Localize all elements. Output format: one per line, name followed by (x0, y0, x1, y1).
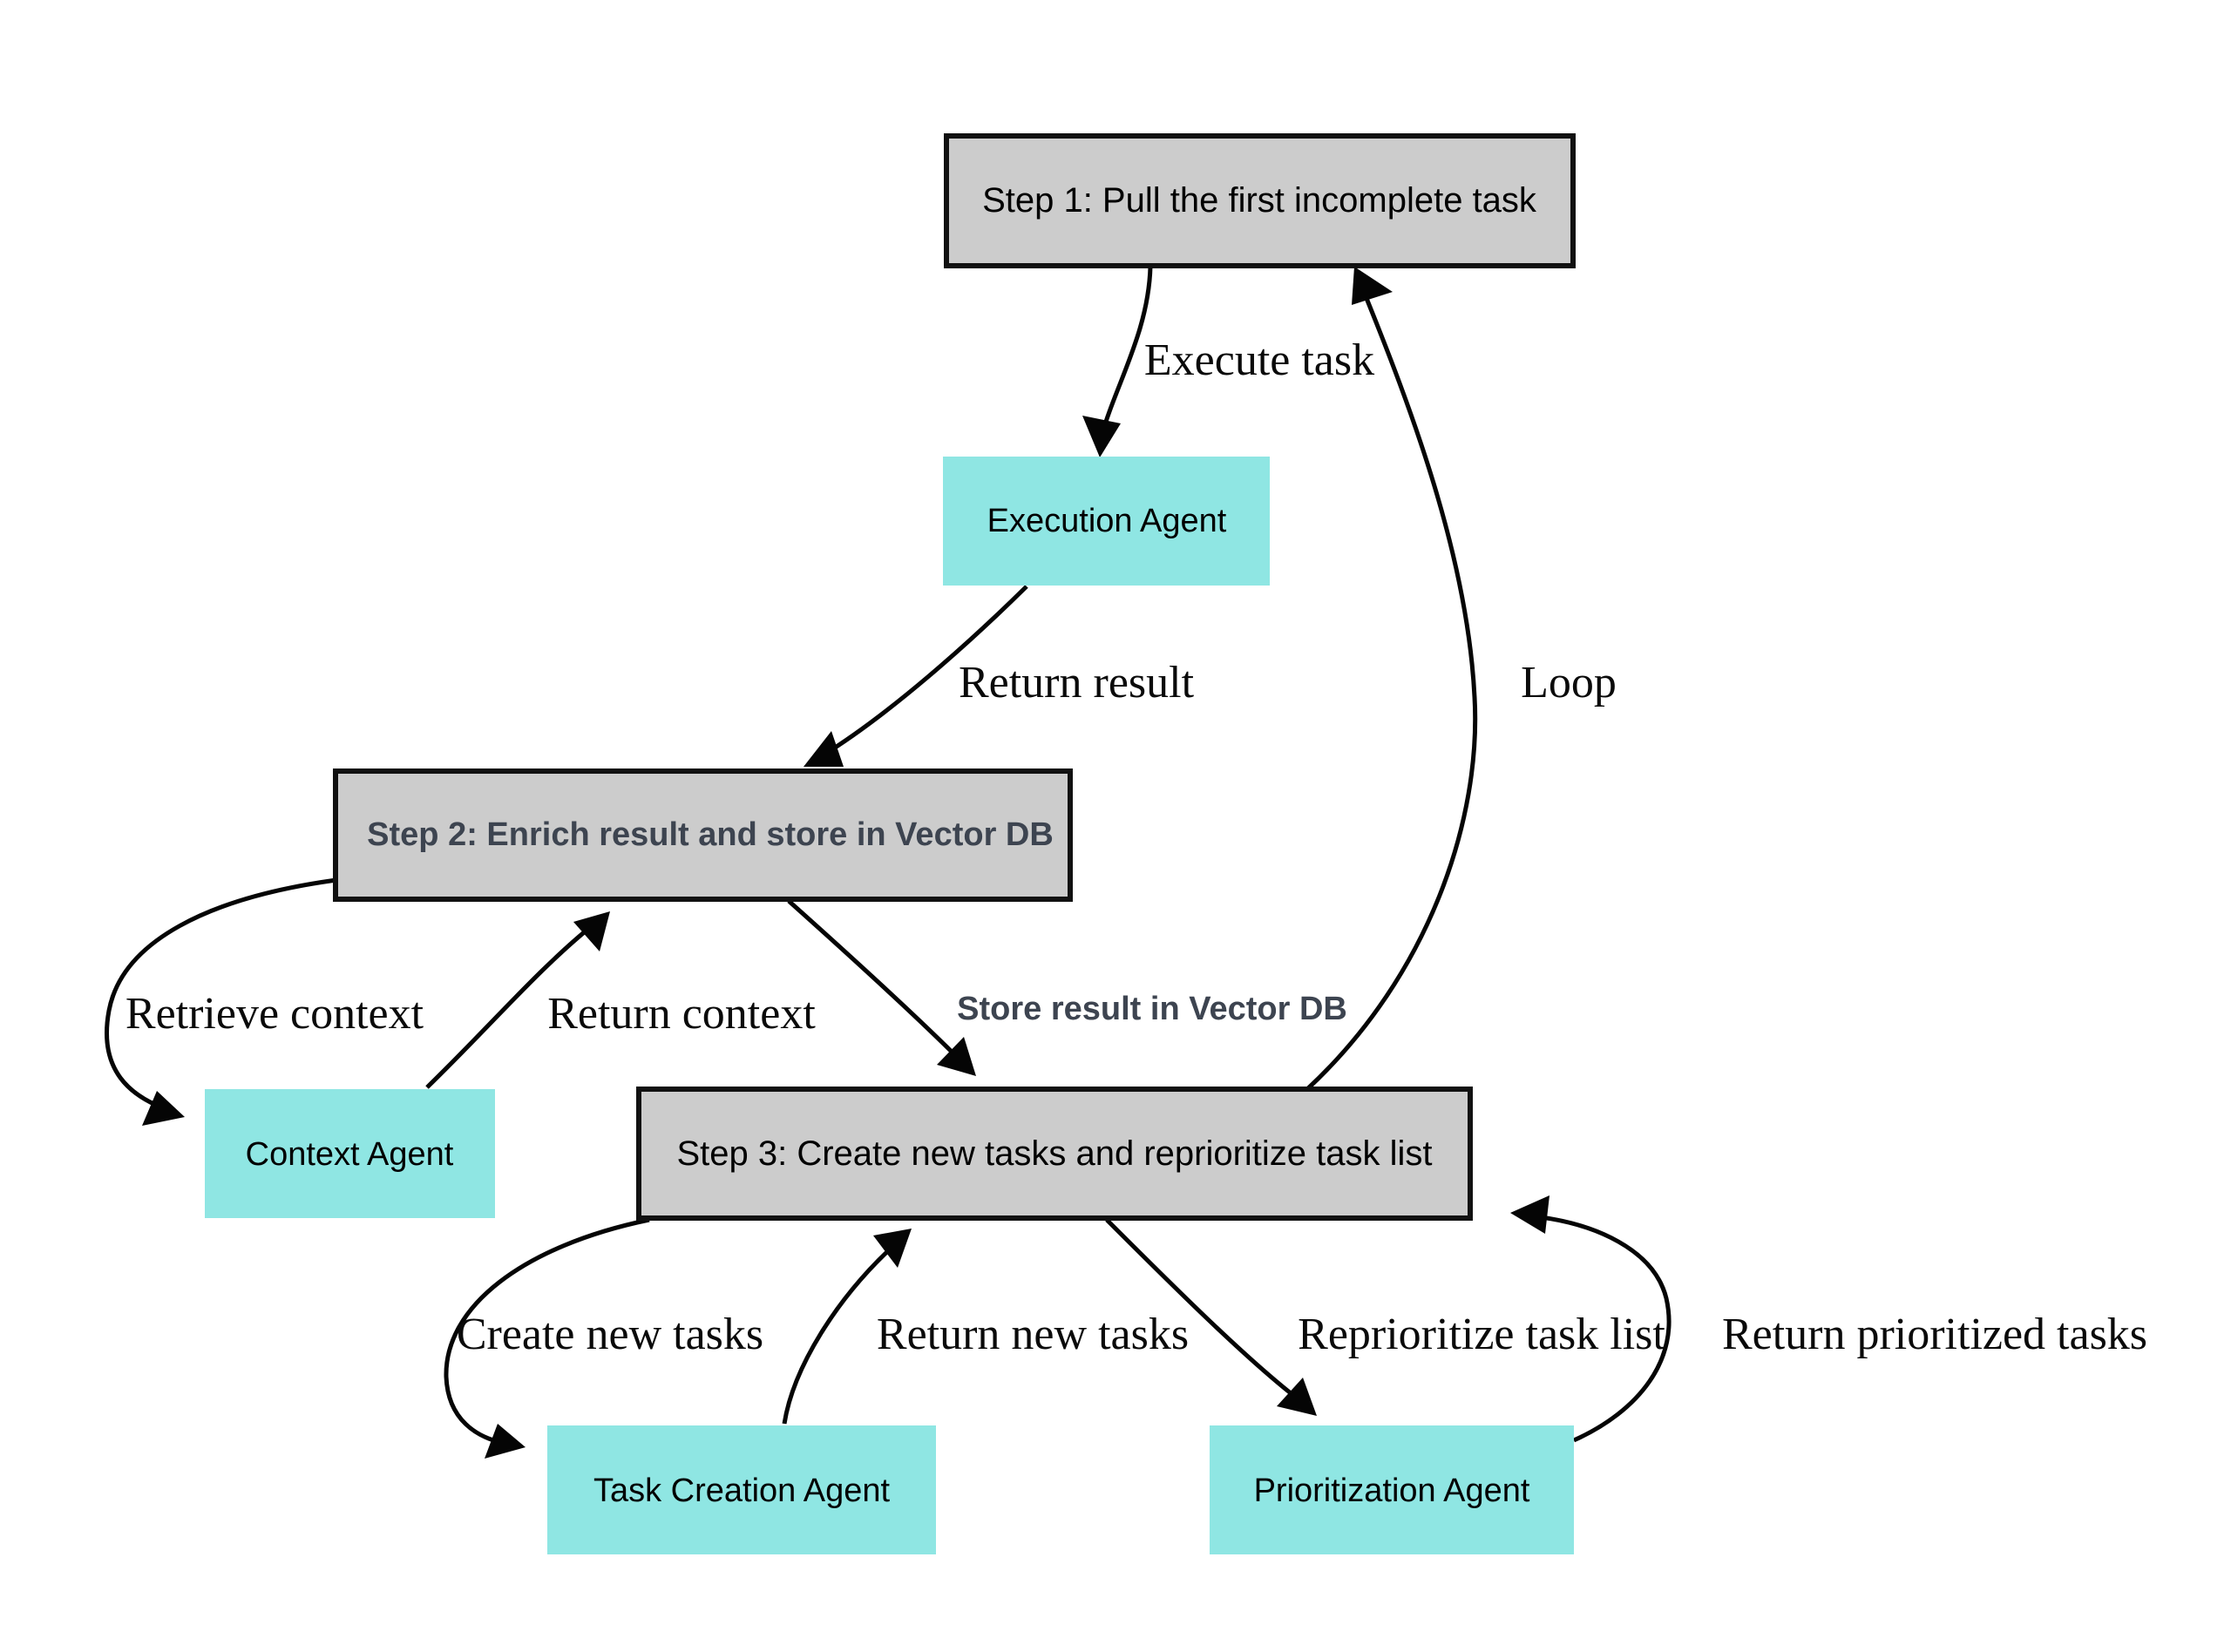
edge-return-new-tasks-arrowhead (873, 1229, 912, 1268)
nodes-layer: Step 1: Pull the first incomplete task E… (205, 133, 1576, 1554)
edge-labels-layer: Execute task Return result Retrieve cont… (125, 335, 2147, 1359)
edge-retrieve-context-path (105, 877, 337, 1111)
node-prioritization-agent[interactable]: Prioritization Agent (1210, 1425, 1574, 1554)
edge-store-result-arrowhead (937, 1037, 976, 1076)
edge-label-store-result: Store result in Vector DB (957, 991, 1347, 1027)
edge-retrieve-context-arrowhead (142, 1091, 185, 1126)
edge-return-prioritized-tasks-path (1533, 1214, 1672, 1443)
edge-return-new-tasks-path (782, 1244, 895, 1425)
node-step2-box[interactable] (333, 768, 1073, 902)
edges-layer (105, 266, 1672, 1459)
node-execution-agent-label: Execution Agent (987, 503, 1227, 539)
node-context-agent-box[interactable] (205, 1089, 495, 1218)
node-prioritization-agent-box[interactable] (1210, 1425, 1574, 1554)
edge-return-context (425, 911, 610, 1089)
edge-label-reprioritize-task-list: Reprioritize task list (1298, 1310, 1665, 1359)
edge-reprioritize-arrowhead (1277, 1378, 1317, 1416)
edge-create-new-tasks (444, 1217, 650, 1459)
edge-label-return-context: Return context (547, 989, 816, 1039)
node-task-creation-agent-label: Task Creation Agent (593, 1473, 891, 1509)
edge-reprioritize-task-list (1105, 1218, 1317, 1416)
edge-return-result-arrowhead (804, 731, 844, 767)
edge-loop (1305, 267, 1478, 1091)
edge-store-result-path (787, 899, 960, 1060)
edge-return-context-arrowhead (573, 911, 610, 951)
node-context-agent[interactable]: Context Agent (205, 1089, 495, 1218)
node-task-creation-agent[interactable]: Task Creation Agent (547, 1425, 936, 1554)
edge-execute-task-arrowhead (1082, 416, 1121, 457)
node-step3-label: Step 3: Create new tasks and reprioritiz… (676, 1134, 1432, 1173)
node-step1-label: Step 1: Pull the first incomplete task (982, 181, 1537, 220)
edge-return-context-path (425, 924, 594, 1089)
edge-store-result (787, 899, 976, 1076)
edge-label-execute-task: Execute task (1144, 335, 1374, 385)
node-step1[interactable]: Step 1: Pull the first incomplete task (944, 133, 1576, 268)
edge-return-result-path (821, 585, 1028, 758)
edge-create-new-tasks-path (444, 1217, 650, 1446)
node-step1-box[interactable] (944, 133, 1576, 268)
edge-retrieve-context (105, 877, 337, 1126)
node-step3-box[interactable] (636, 1087, 1473, 1221)
node-context-agent-label: Context Agent (246, 1136, 454, 1173)
edge-label-return-new-tasks: Return new tasks (877, 1310, 1189, 1359)
edge-loop-arrowhead (1352, 267, 1393, 305)
edge-label-loop: Loop (1521, 658, 1617, 708)
edge-return-prioritized-arrowhead (1510, 1195, 1549, 1234)
edge-return-result (804, 585, 1028, 767)
edge-reprioritize-task-list-path (1105, 1218, 1300, 1401)
node-step2[interactable]: Step 2: Enrich result and store in Vecto… (333, 768, 1073, 902)
node-step2-label: Step 2: Enrich result and store in Vecto… (367, 816, 1054, 853)
edge-label-create-new-tasks: Create new tasks (457, 1310, 763, 1359)
edge-label-retrieve-context: Retrieve context (125, 989, 424, 1039)
edge-return-prioritized-tasks (1510, 1195, 1672, 1443)
edge-label-return-result: Return result (959, 658, 1195, 708)
edge-label-return-prioritized-tasks: Return prioritized tasks (1722, 1310, 2147, 1359)
edge-create-new-tasks-arrowhead (485, 1424, 526, 1459)
edge-return-new-tasks (782, 1229, 912, 1425)
node-task-creation-agent-box[interactable] (547, 1425, 936, 1554)
node-execution-agent-box[interactable] (943, 457, 1270, 586)
node-prioritization-agent-label: Prioritization Agent (1254, 1473, 1530, 1509)
node-step3[interactable]: Step 3: Create new tasks and reprioritiz… (636, 1087, 1473, 1221)
edge-execute-task (1082, 266, 1153, 457)
node-execution-agent[interactable]: Execution Agent (943, 457, 1270, 586)
edge-execute-task-path (1099, 266, 1153, 437)
edge-loop-path (1305, 287, 1478, 1091)
